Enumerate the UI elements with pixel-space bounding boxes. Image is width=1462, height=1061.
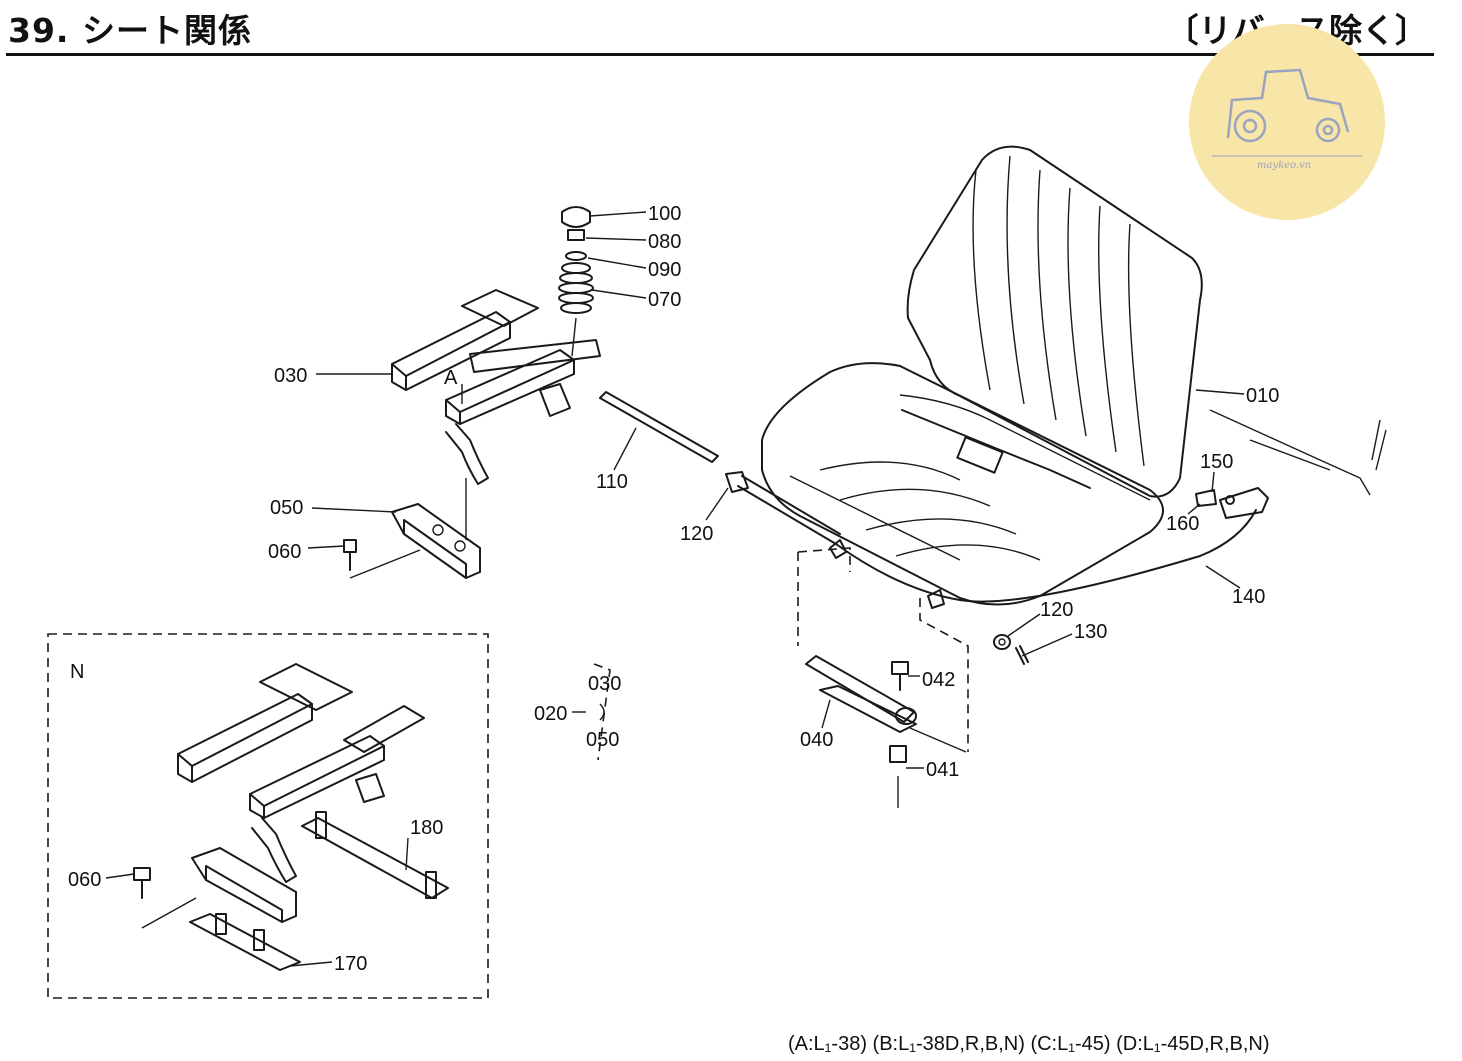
- watermark: maykeo.vn: [1189, 24, 1385, 220]
- callout-150: 150: [1200, 451, 1233, 473]
- callout-030b: 030: [588, 673, 621, 695]
- bracket-050: [343, 503, 481, 579]
- callout-100: 100: [648, 203, 681, 225]
- callout-050: 050: [270, 497, 303, 519]
- tractor-icon: [1212, 68, 1362, 157]
- page-title: 39. シート関係: [8, 11, 252, 50]
- callout-041: 041: [926, 759, 959, 781]
- callout-090: 090: [648, 259, 681, 281]
- callout-010: 010: [1246, 385, 1279, 407]
- callout-070: 070: [648, 289, 681, 311]
- callout-a: A: [444, 367, 458, 389]
- knob-spring-stack: [558, 206, 594, 357]
- title-rule: [6, 53, 1434, 56]
- callout-060: 060: [268, 541, 301, 563]
- callout-130: 130: [1074, 621, 1107, 643]
- callout-040: 040: [800, 729, 833, 751]
- bushing-120: [725, 471, 1029, 665]
- callout-160: 160: [1166, 513, 1199, 535]
- hinge-bracket-040: [805, 655, 967, 808]
- model-footnote: (A:L₁-38) (B:L₁-38D,R,B,N) (C:L₁-45) (D:…: [788, 1033, 1270, 1055]
- callout-060b: 060: [68, 869, 101, 891]
- callout-080: 080: [648, 231, 681, 253]
- rod-110: [599, 391, 719, 463]
- callout-180: 180: [410, 817, 443, 839]
- callout-120: 120: [680, 523, 713, 545]
- slide-rail-030: [391, 289, 601, 540]
- callout-110: 110: [596, 471, 628, 493]
- callout-030: 030: [274, 365, 307, 387]
- callout-120b: 120: [1040, 599, 1073, 621]
- seat-010: [737, 145, 1387, 609]
- callouts: 100 080 090 070 030 A 050 060 110 120 01…: [68, 203, 1279, 975]
- callout-140: 140: [1232, 586, 1265, 608]
- callout-042: 042: [922, 669, 955, 691]
- callout-170: 170: [334, 953, 367, 975]
- guide-lines: [593, 547, 969, 761]
- callout-050b: 050: [586, 729, 619, 751]
- callout-020: 020: [534, 703, 567, 725]
- inset-label: N: [70, 661, 84, 683]
- inset-n: N: [47, 633, 489, 999]
- watermark-text: maykeo.vn: [1257, 160, 1311, 171]
